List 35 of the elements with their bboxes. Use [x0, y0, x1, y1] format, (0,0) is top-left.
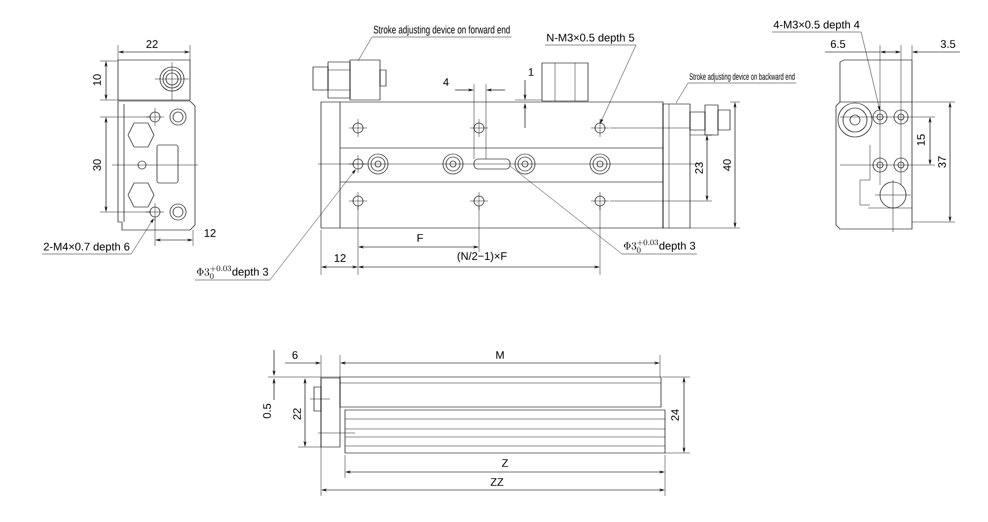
dimension-label: 40 [723, 159, 731, 171]
dimension-label: 30 [93, 159, 101, 171]
dimension-label: 10 [93, 74, 101, 86]
dimension-label: 37 [938, 156, 946, 168]
dimension-label: 4 [443, 78, 449, 86]
dimension-label: 3.5 [940, 40, 956, 48]
dimension-label: 1 [528, 68, 534, 76]
dimension-label: 15 [917, 134, 925, 146]
dimension-label: M [496, 351, 504, 359]
dimension-label: (N/2−1)×F [458, 252, 507, 262]
dimension-label: 22 [293, 408, 301, 420]
dimension-label: 23 [695, 162, 703, 174]
callout-label: 2-M4×0.7 depth 6 [42, 242, 132, 254]
callout-label: N-M3×0.5 depth 5 [544, 33, 636, 46]
callout-label: 4-M3×0.5 depth 4 [772, 20, 862, 32]
leader-line [510, 166, 622, 254]
leader-line [860, 32, 880, 110]
leader-line [358, 36, 372, 62]
callout-label: $\Phi 3^{+0.03}_{0}\text{depth 3}$ [622, 240, 698, 254]
dimension-label: ZZ [490, 478, 504, 486]
leader-line [270, 169, 356, 280]
callout-label: Stroke adjusting device on backward end [688, 72, 796, 84]
leader-line [600, 44, 636, 124]
dimension-label: 12 [334, 254, 346, 262]
dimension-label: 22 [146, 40, 158, 48]
callout-label: Stroke adjusting device on forward end [372, 25, 512, 38]
dimension-label: 0.5 [263, 404, 271, 418]
callout-label: $\Phi 3^{+0.03}_{0}\text{depth 3}$ [194, 266, 270, 280]
dimension-label: 12 [204, 229, 216, 237]
dimension-label: 24 [671, 409, 679, 421]
dimension-label: 6 [292, 351, 298, 359]
dimension-label: F [418, 234, 423, 242]
dimension-label: Z [502, 459, 508, 467]
leader-line [676, 82, 688, 104]
leader-line [130, 218, 154, 254]
